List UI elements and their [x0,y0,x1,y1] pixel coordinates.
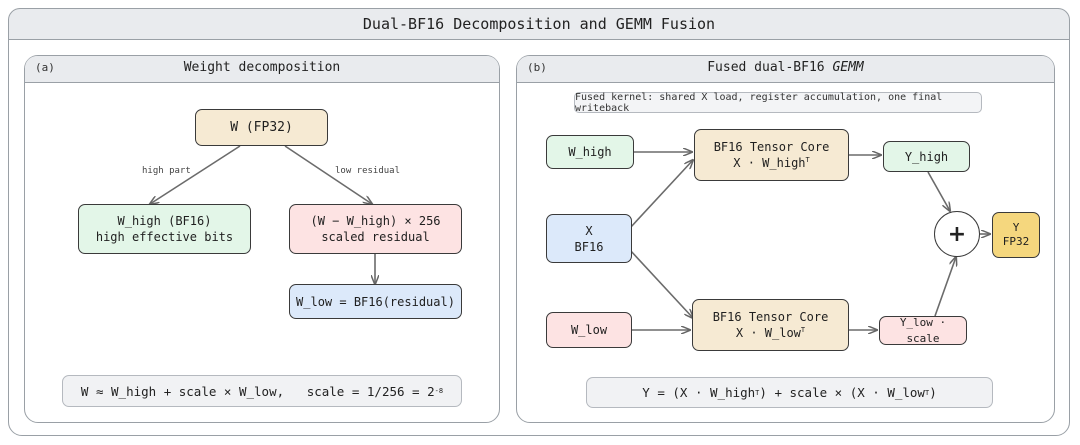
scaled-residual-node: (W − W_high) × 256 scaled residual [289,204,462,254]
panel-a-tag: (a) [35,61,55,74]
w-low-node: W_low = BF16(residual) [289,284,462,319]
tensor-core-high-line1: BF16 Tensor Core [713,140,830,154]
arrow-x-to-tc-low [629,249,693,318]
y-low-scale-node: Y_low · scale [879,316,967,345]
tensor-core-low-transpose: T [800,326,806,334]
x-input-line2: BF16 [574,239,604,254]
edge-label-low-residual: low residual [335,166,401,176]
w-low-label: W_low = BF16(residual) [296,294,455,309]
fused-kernel-note-text: Fused kernel: shared X load, register ac… [575,91,943,114]
w-low-input-label: W_low [570,323,608,337]
tensor-core-low-node: BF16 Tensor Core X · W_lowT [692,299,849,351]
tensor-core-low-line1: BF16 Tensor Core [712,310,829,324]
w-high-line1: W_high (BF16) [117,214,212,228]
fused-kernel-note: Fused kernel: shared X load, register ac… [574,91,982,114]
w-fp32-node: W (FP32) [195,109,328,146]
w-high-input-node: W_high [546,135,634,169]
tensor-core-low-expr: X · W_low [735,326,801,340]
fused-formula-part2: ) + scale × (X · W_low [759,385,925,400]
decomposition-formula-main: W ≈ W_high + scale × W_low, scale = 1/25… [80,383,435,399]
w-high-node: W_high (BF16) high effective bits [78,204,251,254]
tensor-core-low-line2: X · W_lowT [736,325,805,341]
y-high-node: Y_high [883,141,970,172]
w-low-input-node: W_low [546,312,632,348]
decomposition-formula: W ≈ W_high + scale × W_low, scale = 1/25… [62,375,462,407]
arrow-w-to-residual [284,145,372,204]
residual-line1: (W − W_high) × 256 [310,214,441,228]
y-output-node: Y FP32 [992,212,1040,258]
edge-label-high-part: high part [142,166,191,176]
plus-sign: + [947,221,967,247]
sum-node: + [934,211,980,257]
panel-b-tag: (b) [527,61,547,74]
panel-a-header: (a) Weight decomposition [25,56,499,83]
w-high-line2: high effective bits [95,230,234,244]
w-fp32-label: W (FP32) [230,119,293,135]
residual-line2: scaled residual [321,230,430,244]
x-input-line1: X [585,223,593,238]
arrow-x-to-tc-high [629,160,693,229]
y-output-line1: Y [1012,221,1020,234]
panel-b-header: (b) Fused dual-BF16 GEMM [517,56,1054,83]
tensor-core-high-expr: X · W_high [733,156,806,170]
y-output-line2: FP32 [1002,235,1030,248]
arrow-ylow-to-plus [934,257,956,317]
panel-a-title: Weight decomposition [183,60,341,75]
panel-b-title: Fused dual-BF16 GEMM [517,60,1054,75]
panel-b-title-prefix: Fused dual-BF16 [707,60,833,75]
w-high-input-label: W_high [568,145,612,159]
y-low-scale-label: Y_low · scale [899,315,947,345]
fused-formula-part1: Y = (X · W_high [642,385,756,400]
tensor-core-high-line2: X · W_highT [733,155,809,171]
fused-formula-part3: ) [929,385,937,400]
tensor-core-high-transpose: T [805,156,810,164]
panel-b-title-italic: GEMM [832,60,864,75]
diagram-title-text: Dual-BF16 Decomposition and GEMM Fusion [362,15,716,33]
arrow-yhigh-to-plus [927,171,950,211]
diagram-title: Dual-BF16 Decomposition and GEMM Fusion [8,8,1070,40]
tensor-core-high-node: BF16 Tensor Core X · W_highT [694,129,849,181]
arrow-w-to-whigh [150,145,241,204]
y-high-label: Y_high [904,149,949,164]
x-input-node: X BF16 [546,214,632,263]
